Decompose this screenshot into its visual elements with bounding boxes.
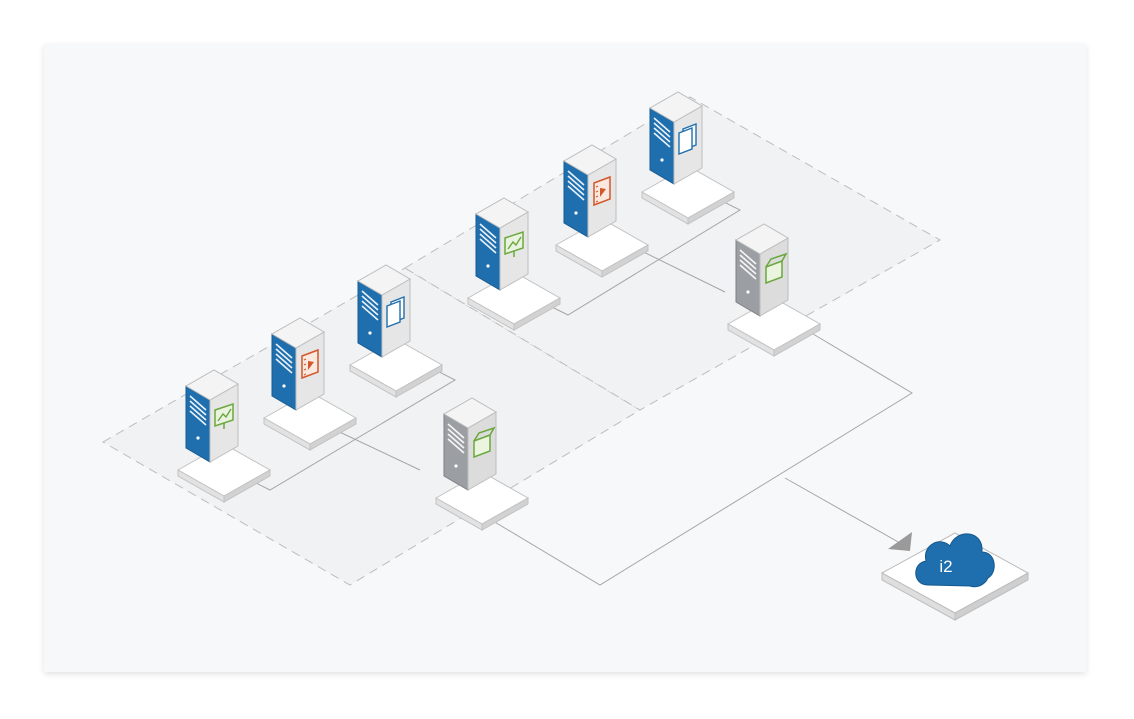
- server-base-right: [223, 469, 271, 503]
- film-hole: [595, 195, 599, 198]
- server-vent: [447, 423, 465, 439]
- arrow-head: [888, 532, 912, 551]
- server-vent: [567, 185, 585, 201]
- server-vent: [653, 122, 671, 138]
- zones-layer: [102, 96, 942, 586]
- server-top-face: [649, 91, 703, 123]
- server-vent: [479, 223, 497, 239]
- server-vent: [653, 117, 671, 133]
- film-hole: [303, 373, 307, 376]
- server-base-right: [309, 417, 357, 451]
- server-vent: [567, 170, 585, 186]
- server-base-right: [513, 297, 561, 331]
- app-server[interactable]: [348, 264, 444, 398]
- app-server[interactable]: [640, 91, 736, 225]
- server-vent: [275, 358, 293, 374]
- server-top-face: [357, 264, 411, 296]
- power-led: [368, 331, 372, 335]
- film-hole: [303, 368, 307, 371]
- film-hole: [595, 200, 599, 203]
- gateway-server[interactable]: [434, 397, 530, 531]
- server-top-face: [735, 223, 789, 255]
- server-base-right: [395, 364, 443, 398]
- server-vent: [567, 180, 585, 196]
- film-hole: [303, 363, 307, 366]
- power-led: [746, 290, 750, 294]
- cloud-icon: [915, 533, 995, 588]
- server-base-right: [481, 497, 529, 531]
- cloud-node: i2: [880, 532, 1030, 621]
- server-base-right: [773, 323, 821, 357]
- server-vent: [739, 249, 757, 265]
- server-vent: [653, 132, 671, 148]
- chart-line: [217, 408, 232, 422]
- server-top-face: [443, 397, 497, 429]
- app-server[interactable]: [176, 369, 272, 503]
- power-led: [574, 211, 578, 215]
- server-vent: [447, 438, 465, 454]
- server-vent: [447, 428, 465, 444]
- server-vent: [275, 353, 293, 369]
- server-base-right: [601, 244, 649, 278]
- cloud-label: i2: [939, 557, 952, 576]
- box-lid: [765, 252, 788, 268]
- gateway-server[interactable]: [726, 223, 822, 357]
- box-lid: [473, 426, 496, 442]
- play-glyph: [308, 361, 314, 370]
- document-page: [678, 126, 693, 156]
- play-glyph: [600, 188, 606, 197]
- chart-line: [507, 236, 522, 250]
- cloud-base-right: [954, 572, 1029, 621]
- server-base-right: [687, 191, 735, 225]
- film-hole: [595, 190, 599, 193]
- app-server[interactable]: [554, 144, 650, 278]
- zone-back: [404, 96, 942, 411]
- power-led: [282, 384, 286, 388]
- server-vent: [361, 290, 379, 306]
- power-led: [196, 436, 200, 440]
- power-led: [454, 464, 458, 468]
- server-vent: [739, 264, 757, 280]
- server-vent: [275, 348, 293, 364]
- server-top-face: [563, 144, 617, 176]
- server-vent: [479, 233, 497, 249]
- power-led: [486, 264, 490, 268]
- app-server[interactable]: [466, 197, 562, 331]
- server-vent: [361, 300, 379, 316]
- server-vent: [567, 175, 585, 191]
- server-vent: [653, 127, 671, 143]
- server-vent: [739, 259, 757, 275]
- connector-to-cloud: [784, 477, 901, 544]
- server-top-face: [271, 317, 325, 349]
- power-led: [660, 158, 664, 162]
- server-top-face: [475, 197, 529, 229]
- server-vent: [275, 343, 293, 359]
- box-package-icon: [473, 433, 491, 459]
- app-server[interactable]: [262, 317, 358, 451]
- server-vent: [189, 400, 207, 416]
- server-vent: [479, 228, 497, 244]
- box-package-icon: [765, 259, 783, 285]
- server-vent: [447, 433, 465, 449]
- server-vent: [361, 305, 379, 321]
- server-vent: [361, 295, 379, 311]
- server-vent: [189, 405, 207, 421]
- server-vent: [739, 254, 757, 270]
- server-vent: [479, 238, 497, 254]
- server-top-face: [185, 369, 239, 401]
- servers-layer: [176, 91, 822, 531]
- film-hole: [303, 358, 307, 361]
- server-vent: [189, 410, 207, 426]
- connector-trunk: [477, 321, 913, 586]
- server-vent: [189, 395, 207, 411]
- document-page: [386, 299, 401, 329]
- film-hole: [595, 185, 599, 188]
